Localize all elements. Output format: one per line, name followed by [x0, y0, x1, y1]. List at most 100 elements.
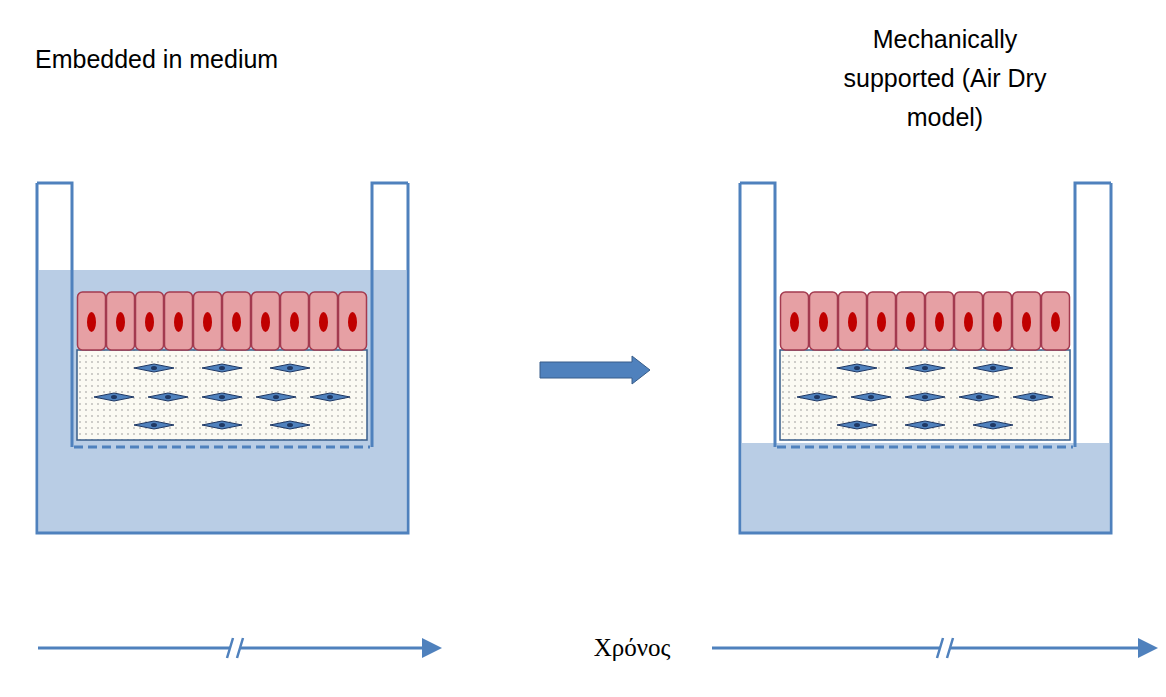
fibroblast — [905, 364, 945, 372]
fibroblast — [837, 364, 877, 372]
fibroblast — [148, 393, 188, 401]
epithelial-cell — [810, 292, 838, 350]
cell-nucleus — [848, 312, 857, 332]
fibroblast — [797, 393, 837, 401]
cell-nucleus — [1051, 312, 1060, 332]
fibroblast-nucleus — [868, 395, 874, 399]
culture-well-stage: Mechanically supported (Air Dry model) — [650, 20, 1150, 540]
epithelial-cell — [781, 292, 809, 350]
fibroblast-nucleus — [273, 395, 279, 399]
culture-medium — [742, 443, 1109, 533]
fibroblast-nucleus — [814, 395, 820, 399]
epithelial-cell — [252, 292, 280, 350]
cell-nucleus — [232, 312, 241, 332]
fibroblast-nucleus — [151, 366, 157, 370]
cell-nucleus — [261, 312, 270, 332]
well-wall — [37, 183, 408, 533]
epithelial-cell — [984, 292, 1012, 350]
fibroblast-nucleus — [976, 395, 982, 399]
fibroblast-nucleus — [151, 423, 157, 427]
fibroblast — [905, 393, 945, 401]
cell-nucleus — [1022, 312, 1031, 332]
cell-nucleus — [790, 312, 799, 332]
fibroblast-nucleus — [219, 366, 225, 370]
stage-title: Mechanically supported (Air Dry model) — [825, 20, 1065, 136]
fibroblast — [202, 364, 242, 372]
epithelial-cell — [78, 292, 106, 350]
collagen-matrix — [780, 350, 1070, 440]
cell-nucleus — [877, 312, 886, 332]
epithelial-cell — [868, 292, 896, 350]
fibroblast — [256, 393, 296, 401]
well-wall — [740, 183, 1111, 533]
fibroblast-nucleus — [854, 366, 860, 370]
epithelial-cell — [107, 292, 135, 350]
fibroblast — [94, 393, 134, 401]
culture-medium — [39, 270, 406, 533]
epithelial-cell — [165, 292, 193, 350]
epithelial-cell — [339, 292, 367, 350]
fibroblast — [310, 393, 350, 401]
cell-nucleus — [116, 312, 125, 332]
fibroblast-nucleus — [287, 366, 293, 370]
cell-nucleus — [935, 312, 944, 332]
fibroblast — [837, 421, 877, 429]
cell-nucleus — [145, 312, 154, 332]
fibroblast-nucleus — [990, 366, 996, 370]
fibroblast-nucleus — [327, 395, 333, 399]
block-arrow — [540, 356, 650, 384]
cell-nucleus — [993, 312, 1002, 332]
culture-well — [37, 183, 408, 533]
fibroblast — [134, 364, 174, 372]
time-axis — [712, 638, 1158, 658]
fibroblast-nucleus — [219, 395, 225, 399]
fibroblast-nucleus — [990, 423, 996, 427]
fibroblast — [851, 393, 891, 401]
fibroblast — [973, 421, 1013, 429]
collagen-matrix — [77, 350, 367, 440]
time-axis — [38, 638, 442, 658]
epithelial-cell — [1013, 292, 1041, 350]
epithelial-cell — [310, 292, 338, 350]
porous-membrane — [777, 446, 1073, 449]
fibroblast-nucleus — [1030, 395, 1036, 399]
stage-title: Embedded in medium — [35, 40, 435, 79]
insert-wall — [37, 183, 408, 447]
cell-nucleus — [906, 312, 915, 332]
cell-nucleus — [203, 312, 212, 332]
cell-nucleus — [87, 312, 96, 332]
epithelial-cell — [955, 292, 983, 350]
epithelial-cell — [1042, 292, 1070, 350]
fibroblast — [1013, 393, 1053, 401]
fibroblast — [973, 364, 1013, 372]
fibroblast — [202, 421, 242, 429]
epithelial-cell — [223, 292, 251, 350]
fibroblast — [202, 393, 242, 401]
fibroblast — [134, 421, 174, 429]
time-label: Χρόνος — [590, 634, 675, 662]
culture-well — [740, 183, 1111, 533]
epithelial-cell — [281, 292, 309, 350]
insert-wall — [740, 183, 1111, 447]
fibroblast — [905, 421, 945, 429]
epithelial-cell — [194, 292, 222, 350]
epithelial-cell — [136, 292, 164, 350]
porous-membrane — [74, 446, 370, 449]
fibroblast — [270, 364, 310, 372]
cell-nucleus — [819, 312, 828, 332]
cell-nucleus — [319, 312, 328, 332]
cell-nucleus — [348, 312, 357, 332]
epithelial-cell — [897, 292, 925, 350]
fibroblast-nucleus — [922, 423, 928, 427]
cell-nucleus — [290, 312, 299, 332]
culture-well-stage: Embedded in medium — [20, 20, 540, 540]
fibroblast-nucleus — [854, 423, 860, 427]
fibroblast-nucleus — [111, 395, 117, 399]
fibroblast-nucleus — [165, 395, 171, 399]
cell-nucleus — [964, 312, 973, 332]
cell-nucleus — [174, 312, 183, 332]
fibroblast — [270, 421, 310, 429]
fibroblast-nucleus — [219, 423, 225, 427]
